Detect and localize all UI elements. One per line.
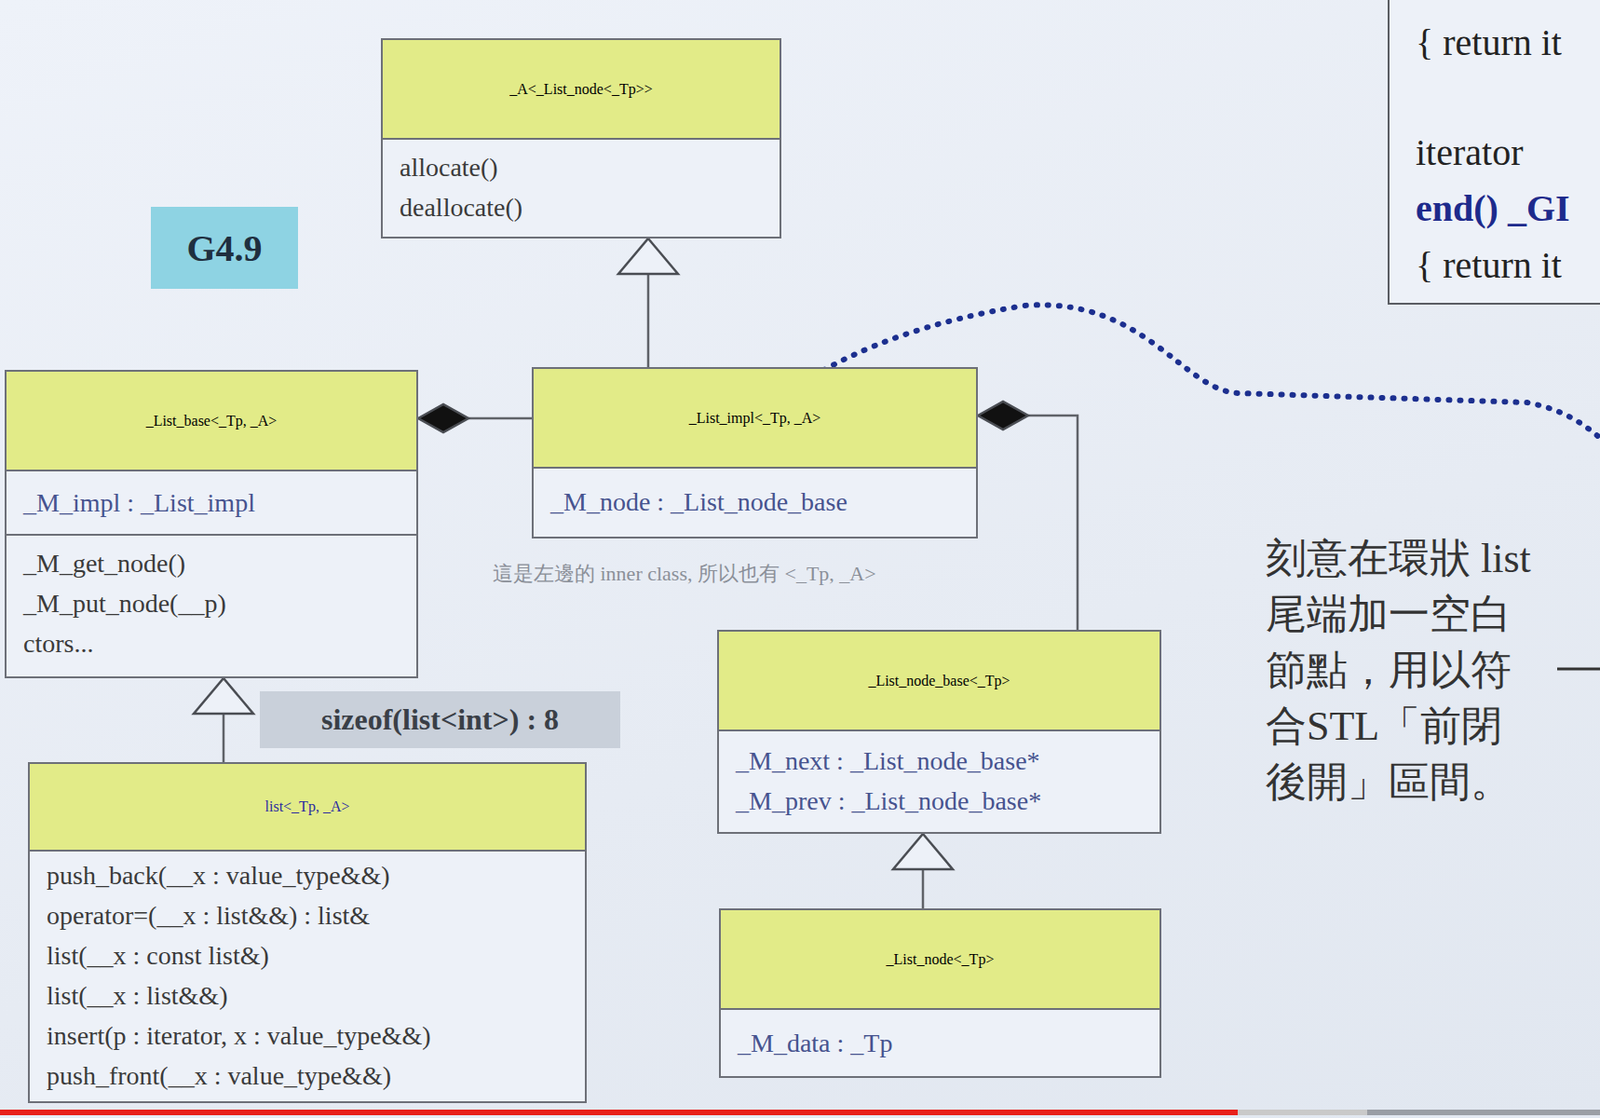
class-name: list<_Tp, _A> [265, 798, 351, 815]
composition-diamond [977, 401, 1029, 430]
class-name-compartment: _List_base<_Tp, _A> [6, 371, 417, 470]
class-box: _A<_List_node<_Tp>> allocate()deallocate(… [380, 38, 782, 239]
annotation-note: 這是左邊的 inner class, 所以也有 <_Tp, _A> [492, 559, 877, 588]
class-name: _A<_List_node<_Tp>> [509, 81, 652, 98]
class-name: _List_node_base<_Tp> [867, 672, 1010, 690]
member-function: ctors... [23, 623, 94, 664]
member-field: _M_impl : _List_impl [23, 482, 256, 523]
member-function: _M_get_node() [23, 542, 186, 584]
member-field: _M_prev : _List_node_base* [735, 780, 1042, 821]
attribute-compartment: _M_impl : _List_impl [6, 469, 417, 534]
code-snippet-box: { return it iterator end() _GI { return it [1387, 0, 1600, 305]
class-name: _List_node<_Tp> [886, 950, 995, 968]
class-box: _List_base<_Tp, _A> _M_impl : _List_impl _… [4, 369, 419, 678]
tag-text: sizeof(list<int>) : 8 [321, 702, 559, 737]
class-box: _List_node_base<_Tp> _M_next : _List_node… [717, 629, 1162, 834]
member-function: insert(p : iterator, x : value_type&&) [46, 1015, 432, 1056]
uml-connector [977, 401, 1078, 630]
class-name-compartment: _List_node_base<_Tp> [718, 631, 1160, 730]
uml-connector [193, 677, 254, 762]
code-line: iterator [1415, 129, 1524, 177]
member-function: operator=(__x : list&&) : list& [46, 894, 370, 936]
class-name-compartment: _A<_List_node<_Tp>> [382, 40, 780, 138]
member-function: push_back(__x : value_type&&) [46, 854, 391, 895]
inheritance-arrowhead [618, 238, 678, 274]
class-box: _List_impl<_Tp, _A> _M_node : _List_node_… [531, 366, 978, 539]
inheritance-arrowhead [893, 833, 953, 869]
class-box: list<_Tp, _A> push_back(__x : value_type&… [27, 761, 587, 1103]
tag-box: sizeof(list<int>) : 8 [259, 691, 621, 748]
uml-connector [618, 238, 678, 367]
connector-line [468, 417, 532, 421]
member-function: deallocate() [399, 187, 523, 228]
connector-line [647, 273, 651, 367]
operation-compartment: _M_get_node()_M_put_node(__p)ctors... [6, 533, 417, 677]
tag-text: G4.9 [186, 226, 262, 271]
member-field: _M_node : _List_node_base [550, 481, 848, 522]
code-line: end() _GI [1415, 185, 1571, 232]
member-function: list(__x : list&&) [46, 975, 228, 1016]
member-function: allocate() [399, 147, 499, 188]
progress-bar-buffered [1237, 1109, 1368, 1115]
connector-line [1028, 415, 1078, 630]
uml-connector [893, 833, 953, 909]
connector-line [922, 868, 925, 909]
member-function: push_front(__x : value_type&&) [46, 1055, 392, 1096]
progress-bar-played [0, 1109, 1238, 1115]
operation-compartment: allocate()deallocate() [382, 137, 780, 237]
attribute-compartment: _M_data : _Tp [720, 1007, 1160, 1076]
member-field: _M_data : _Tp [737, 1022, 893, 1063]
class-name-compartment: _List_node<_Tp> [720, 909, 1160, 1008]
class-name-compartment: list<_Tp, _A> [29, 763, 585, 850]
class-box: _List_node<_Tp> _M_data : _Tp [718, 908, 1162, 1078]
member-function: list(__x : const list&) [46, 935, 270, 976]
uml-connector [418, 404, 532, 433]
callout-note: 刻意在環狀 list 尾端加一空白 節點，用以符 合STL「前閉 後開」區間。 [1265, 530, 1546, 811]
code-line: { return it [1415, 242, 1562, 289]
code-line: { return it [1415, 19, 1562, 67]
member-function: _M_put_node(__p) [23, 583, 227, 624]
class-name-compartment: _List_impl<_Tp, _A> [533, 368, 977, 467]
attribute-compartment: _M_node : _List_node_base [533, 466, 977, 537]
attribute-compartment: _M_next : _List_node_base*_M_prev : _Lis… [718, 729, 1160, 832]
operation-compartment: push_back(__x : value_type&&)operator=(_… [29, 849, 585, 1101]
connector-line [222, 713, 226, 762]
note-leader-line [1557, 667, 1600, 671]
composition-diamond [418, 404, 469, 433]
class-name: _List_impl<_Tp, _A> [689, 409, 822, 427]
tag-box: G4.9 [150, 206, 299, 289]
progress-bar-rest [1367, 1109, 1600, 1115]
member-field: _M_next : _List_node_base* [735, 740, 1041, 781]
class-name: _List_base<_Tp, _A> [146, 412, 278, 430]
inheritance-arrowhead [193, 677, 254, 714]
